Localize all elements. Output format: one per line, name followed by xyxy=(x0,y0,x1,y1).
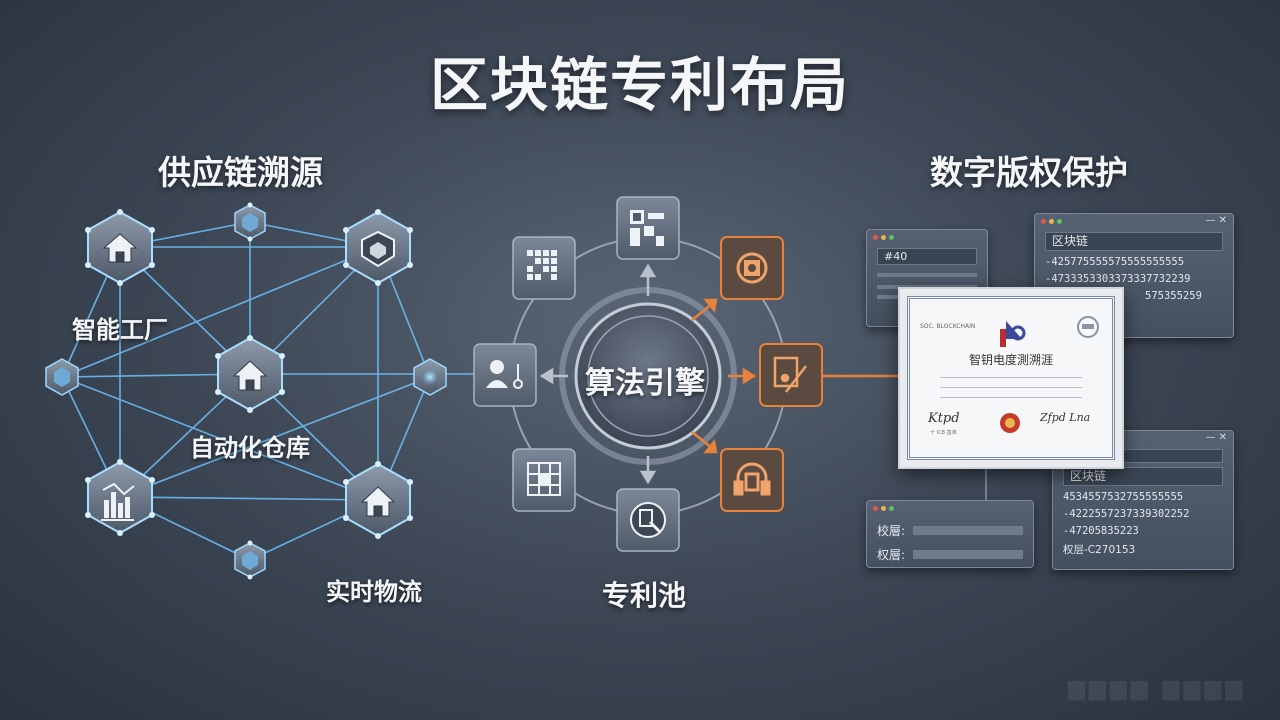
connector-node-right xyxy=(413,358,447,396)
patent-pool-label: 专利池 xyxy=(602,579,687,612)
connector-node-top xyxy=(234,204,266,240)
hash-line: 575355259 xyxy=(1145,290,1202,302)
connector-node-left xyxy=(45,358,79,396)
official-seal-icon xyxy=(1000,413,1020,433)
logistics-label: 实时物流 xyxy=(326,578,422,606)
certificate-line xyxy=(940,377,1082,378)
certificate-logo-icon xyxy=(1000,321,1026,347)
hash-line: -4733353303373337732239 xyxy=(1045,273,1191,285)
minimize-dot[interactable] xyxy=(1049,219,1054,224)
settings-badge-icon xyxy=(736,252,768,284)
certificate-border: SOC. BLOCKCHAIN 智钥电度測溯涯 Ktpd 十 ICB 基准 Zf… xyxy=(907,296,1115,460)
factory-label: 智能工厂 xyxy=(72,316,168,344)
close-dot[interactable] xyxy=(873,506,878,511)
watermark: ▆▆▆▆ ▆▆▆▆ xyxy=(1068,676,1247,701)
close-dot[interactable] xyxy=(873,235,878,240)
window-close-icon[interactable]: — ✕ xyxy=(1205,432,1227,443)
maximize-dot[interactable] xyxy=(889,506,894,511)
matrix-grid-icon xyxy=(527,462,561,496)
signature-left: Ktpd xyxy=(928,411,960,426)
warehouse-node xyxy=(217,336,283,412)
user-key-tile[interactable] xyxy=(473,343,537,407)
hash-line: 4534557532755555555 xyxy=(1063,491,1184,503)
certificate-line xyxy=(940,387,1082,388)
window-titlebar xyxy=(867,501,1033,515)
engine-arrows-orange xyxy=(691,298,757,454)
form-row: 校層: xyxy=(877,522,1023,539)
connector-node-bottom xyxy=(234,542,266,578)
signature-right: Zfpd Lna xyxy=(1040,411,1091,424)
scan-grid-tile[interactable] xyxy=(512,236,576,300)
matrix-grid-tile[interactable] xyxy=(512,448,576,512)
blockchain-field[interactable]: 区块链 xyxy=(1045,232,1223,251)
edit-document-icon xyxy=(773,356,807,393)
hub-node-top-right xyxy=(345,210,411,285)
certificate-graphics xyxy=(1000,316,1099,433)
shield-icon xyxy=(361,230,395,268)
section-title-supply-chain: 供应链溯源 xyxy=(158,153,323,192)
content-line xyxy=(877,273,977,277)
factory-node xyxy=(87,210,153,285)
user-key-icon xyxy=(486,360,523,389)
warehouse-house-icon xyxy=(232,360,268,391)
magnifier-document-icon xyxy=(630,502,666,538)
maximize-dot[interactable] xyxy=(889,235,894,240)
qr-code-icon xyxy=(630,210,664,246)
engine-arrows-grey xyxy=(539,263,657,485)
house-icon xyxy=(102,233,138,263)
window-titlebar: — ✕ xyxy=(1053,431,1233,445)
scan-grid-icon xyxy=(527,250,557,280)
minimize-dot[interactable] xyxy=(881,506,886,511)
engine-label: 算法引擎 xyxy=(585,366,705,401)
hash-line: -4222557237339302252 xyxy=(1063,508,1190,520)
signature-caption: 十 ICB 基准 xyxy=(930,430,957,436)
certificate-header-small: SOC. BLOCKCHAIN xyxy=(920,323,976,330)
settings-badge-tile[interactable] xyxy=(720,236,784,300)
headset-tile[interactable] xyxy=(720,448,784,512)
edit-document-tile[interactable] xyxy=(759,343,823,407)
hash-line: -47205835223 xyxy=(1063,525,1139,537)
network-junctions xyxy=(85,202,413,580)
close-dot[interactable] xyxy=(1041,219,1046,224)
window-titlebar: — ✕ xyxy=(1035,214,1233,228)
page-title: 区块链专利布局 xyxy=(429,51,850,119)
form-row: 权層: xyxy=(877,546,1023,563)
search-field[interactable]: #40 xyxy=(877,248,977,265)
blockchain-field[interactable]: 区块链 xyxy=(1063,467,1223,486)
hash-line: 权层-C270153 xyxy=(1063,544,1136,556)
form-row-label: 校層: xyxy=(877,524,906,538)
warehouse-label: 自动化仓库 xyxy=(190,434,310,462)
analytics-node xyxy=(87,460,153,535)
patent-certificate[interactable]: SOC. BLOCKCHAIN 智钥电度測溯涯 Ktpd 十 ICB 基准 Zf… xyxy=(898,287,1124,469)
qr-code-tile[interactable] xyxy=(616,196,680,260)
form-row-label: 权層: xyxy=(877,548,906,562)
minimize-dot[interactable] xyxy=(881,235,886,240)
form-window[interactable]: 校層: 权層: xyxy=(866,500,1034,568)
window-close-icon[interactable]: — ✕ xyxy=(1205,215,1227,226)
headset-icon xyxy=(733,462,771,496)
form-input[interactable] xyxy=(913,550,1023,559)
section-title-digital-rights: 数字版权保护 xyxy=(930,153,1128,192)
house-icon xyxy=(360,486,396,517)
window-titlebar xyxy=(867,230,987,244)
certificate-stamp-icon xyxy=(1077,316,1099,338)
certificate-line xyxy=(940,397,1082,398)
magnifier-document-tile[interactable] xyxy=(616,488,680,552)
maximize-dot[interactable] xyxy=(1057,219,1062,224)
certificate-title: 智钥电度測溯涯 xyxy=(968,353,1053,367)
bar-chart-icon xyxy=(101,482,135,521)
hash-line: -425775555575555555555 xyxy=(1045,256,1185,268)
form-input[interactable] xyxy=(913,526,1023,535)
logistics-node xyxy=(345,462,411,538)
